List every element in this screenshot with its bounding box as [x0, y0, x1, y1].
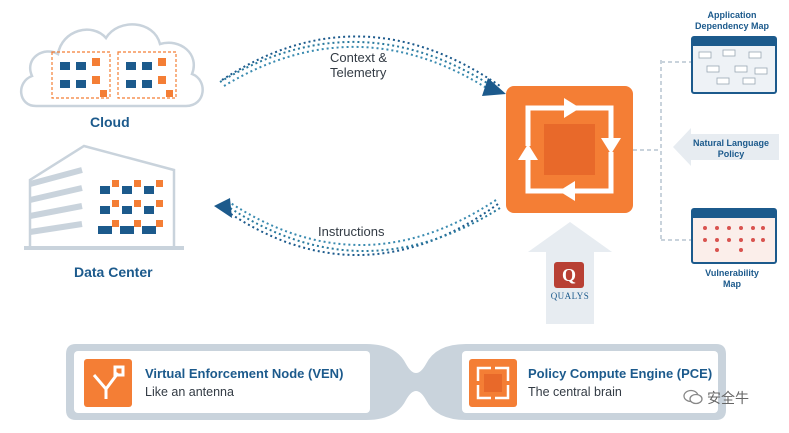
natural-language-policy-arrow [673, 128, 779, 166]
datacenter-label: Data Center [74, 264, 153, 280]
vulnerability-map-label: Vulnerability Map [705, 268, 759, 289]
qualys-brand-text: QUALYS [550, 291, 590, 301]
datacenter-graphic [24, 144, 184, 250]
pce-cycle-icon [518, 98, 621, 201]
watermark-text: 安全牛 [707, 391, 749, 407]
app-dependency-map-label: Application Dependency Map [694, 10, 770, 31]
vulnerability-map-window [691, 208, 777, 264]
instructions-arrow [214, 198, 501, 256]
pce-title: Policy Compute Engine (PCE) [528, 366, 713, 381]
wechat-icon [683, 389, 703, 405]
cloud-graphic [20, 23, 204, 108]
instructions-label: Instructions [318, 224, 385, 239]
natural-language-policy-label: Natural Language Policy [692, 138, 769, 159]
pce-legend-icon [469, 359, 517, 407]
pce-subtitle: The central brain [528, 385, 622, 399]
ven-subtitle: Like an antenna [145, 385, 234, 399]
side-connectors [633, 60, 691, 241]
ven-title: Virtual Enforcement Node (VEN) [145, 366, 344, 381]
cloud-label: Cloud [90, 114, 130, 130]
qualys-logo: Q [554, 262, 584, 288]
context-telemetry-label: Context & Telemetry [330, 50, 388, 80]
pce-central-box [506, 86, 633, 213]
legend-panel [66, 344, 726, 420]
context-telemetry-arrow [219, 35, 506, 96]
app-dependency-map-window [691, 36, 777, 94]
ven-icon [84, 359, 132, 407]
